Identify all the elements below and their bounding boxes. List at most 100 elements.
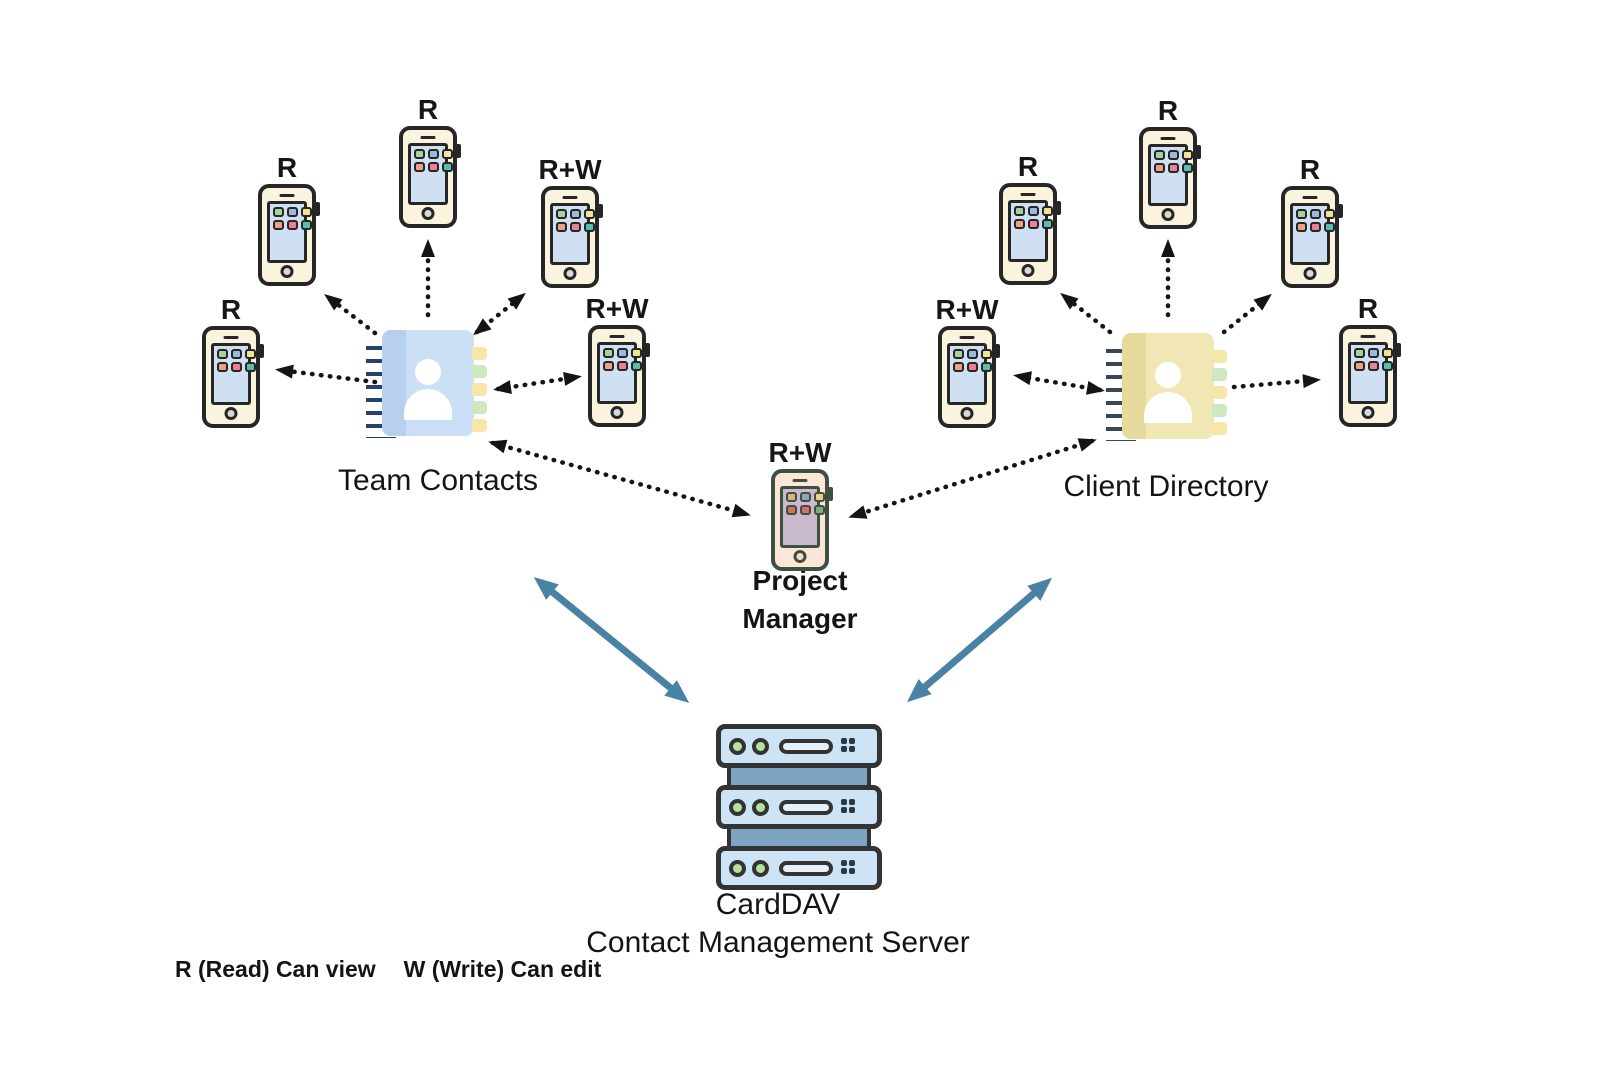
- phone-speaker-icon: [223, 336, 239, 339]
- app-icon: [1354, 348, 1365, 358]
- book-tab: [472, 419, 487, 432]
- book-spine: [1122, 333, 1146, 439]
- app-icon: [617, 361, 628, 371]
- server-drive-slot-icon: [779, 799, 833, 815]
- carddav-server-icon: [716, 724, 882, 890]
- app-icon: [631, 348, 642, 358]
- phone-home-button-icon: [1303, 267, 1317, 280]
- app-icon: [301, 220, 312, 230]
- app-icon: [1324, 222, 1335, 232]
- book-tab: [472, 383, 487, 396]
- phone-home-button-icon: [224, 407, 238, 420]
- book-tab: [1212, 350, 1227, 363]
- app-icon: [1354, 361, 1365, 371]
- permission-label: R+W: [585, 293, 649, 324]
- app-icon: [953, 349, 964, 359]
- app-icon-grid: [270, 204, 312, 230]
- app-icon: [1324, 209, 1335, 219]
- app-icon: [1382, 348, 1393, 358]
- app-icon: [273, 220, 284, 230]
- app-icon: [1182, 163, 1193, 173]
- app-icon: [414, 162, 425, 172]
- phone-side-button-icon: [315, 202, 320, 216]
- contact-person-icon: [415, 359, 441, 385]
- server-rack-unit: [716, 846, 882, 890]
- phone-side-button-icon: [828, 487, 833, 501]
- permission-label: R+W: [538, 154, 602, 185]
- app-icon: [556, 222, 567, 232]
- project-manager-label: Project Manager: [700, 562, 900, 638]
- app-icon: [301, 207, 312, 217]
- server-rack-unit: [716, 785, 882, 829]
- book-spine: [382, 330, 406, 436]
- permission-label: R+W: [768, 437, 832, 468]
- app-icon: [1296, 222, 1307, 232]
- book-tab: [1212, 422, 1227, 435]
- server-vent-dots-icon: [841, 738, 857, 754]
- app-icon: [570, 209, 581, 219]
- server-led-icon: [729, 859, 746, 877]
- arrow-client-manager: [848, 438, 1097, 519]
- phone-speaker-icon: [279, 194, 295, 197]
- permission-label: R+W: [935, 294, 999, 325]
- arrow-team-manager: [488, 439, 751, 518]
- phone-home-button-icon: [1361, 406, 1375, 419]
- app-icon: [1368, 348, 1379, 358]
- server-label-line1: CardDAV: [715, 888, 841, 921]
- app-icon: [1014, 219, 1025, 229]
- app-icon: [584, 209, 595, 219]
- app-icon: [617, 348, 628, 358]
- permission-label: R: [1299, 154, 1321, 185]
- book-tab: [1212, 368, 1227, 381]
- app-icon: [1168, 163, 1179, 173]
- app-icon: [1368, 361, 1379, 371]
- book-tab: [472, 347, 487, 360]
- app-icon: [570, 222, 581, 232]
- arrow-team-to-phone-left: [275, 364, 378, 385]
- phone-screen: [1290, 203, 1335, 265]
- arrow-client-to-phone-upperright: [1221, 293, 1272, 335]
- app-icon: [287, 207, 298, 217]
- server-led-icon: [752, 737, 769, 755]
- phone-screen: [1148, 144, 1193, 206]
- permission-label: R: [1017, 151, 1039, 182]
- app-icon-grid: [600, 345, 642, 371]
- server-label: CardDAV Contact Management Server: [578, 886, 978, 962]
- permission-label: R: [220, 294, 242, 325]
- app-icon-grid: [1351, 345, 1393, 371]
- app-icon: [1042, 206, 1053, 216]
- app-icon: [1154, 150, 1165, 160]
- phone-team-4: R+W: [539, 154, 603, 288]
- team-contacts-label: Team Contacts: [337, 464, 539, 497]
- app-icon: [786, 492, 797, 502]
- app-icon: [428, 162, 439, 172]
- app-icon: [217, 349, 228, 359]
- app-icon-grid: [411, 146, 453, 172]
- arrow-client-to-phone-right: [1231, 374, 1321, 390]
- app-icon: [800, 505, 811, 515]
- server-led-icon: [729, 798, 746, 816]
- phone-home-button-icon: [610, 406, 624, 419]
- app-icon: [1310, 222, 1321, 232]
- server-vent-dots-icon: [841, 799, 857, 815]
- phone-screen: [1348, 342, 1393, 404]
- app-icon: [428, 149, 439, 159]
- book-tab: [472, 401, 487, 414]
- phone-home-button-icon: [563, 267, 577, 280]
- app-icon-grid: [950, 346, 992, 372]
- server-rack-unit: [716, 724, 882, 768]
- app-icon-grid: [1011, 203, 1053, 229]
- server-vent-dots-icon: [841, 860, 857, 876]
- phone-home-button-icon: [1161, 208, 1175, 221]
- phone-side-button-icon: [598, 204, 603, 218]
- app-icon: [603, 361, 614, 371]
- app-icon: [273, 207, 284, 217]
- app-icon: [1014, 206, 1025, 216]
- server-drive-slot-icon: [779, 860, 833, 876]
- app-icon: [556, 209, 567, 219]
- phone-screen: [550, 203, 595, 265]
- app-icon-grid: [1293, 206, 1335, 232]
- contact-person-icon: [1155, 362, 1181, 388]
- app-icon: [814, 492, 825, 502]
